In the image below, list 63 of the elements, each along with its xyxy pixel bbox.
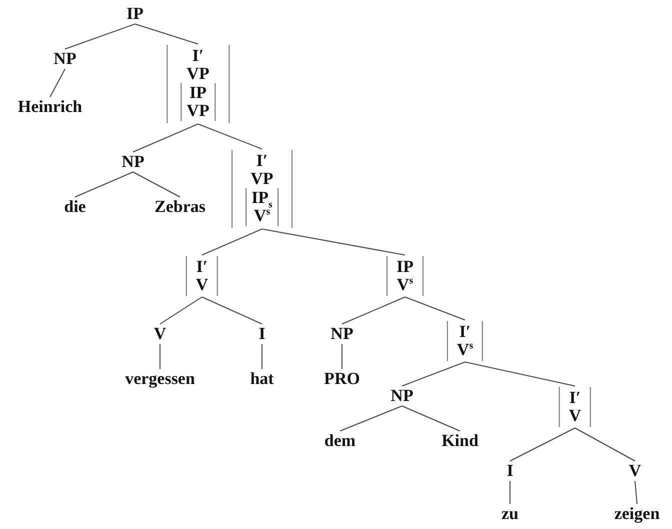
word-label: Zebras bbox=[154, 198, 206, 216]
category-label: IP$_{s}$ bbox=[252, 189, 272, 207]
tree-branch bbox=[50, 68, 66, 98]
category-label: PRO bbox=[324, 370, 360, 388]
category-label: I′ bbox=[255, 152, 269, 170]
category-label: VP bbox=[186, 102, 210, 120]
tree-branch bbox=[132, 124, 198, 152]
tree-branch bbox=[404, 296, 466, 320]
category-label: NP bbox=[390, 387, 414, 405]
category-label: V$^{s}$ bbox=[252, 207, 270, 225]
category-label: V bbox=[154, 325, 166, 343]
tree-branch bbox=[464, 362, 576, 386]
tree-branch bbox=[340, 406, 402, 432]
category-label: I′ bbox=[458, 323, 472, 341]
category-label: V bbox=[628, 462, 642, 480]
tree-branch bbox=[132, 172, 180, 198]
tree-branch bbox=[74, 172, 134, 198]
category-label: V$^{s}$ bbox=[456, 341, 474, 359]
word-label: zu bbox=[502, 505, 518, 523]
tree-branch bbox=[634, 480, 638, 504]
category-bracket bbox=[386, 256, 424, 296]
category-bracket bbox=[186, 256, 218, 296]
word-label: vergessen bbox=[125, 370, 195, 388]
tree-branch bbox=[402, 406, 460, 432]
tree-branch bbox=[262, 228, 406, 256]
category-bracket bbox=[232, 150, 292, 228]
category-label: IP bbox=[396, 258, 414, 276]
category-bracket bbox=[166, 45, 230, 123]
category-label: IP bbox=[188, 84, 208, 102]
word-label: Kind bbox=[442, 432, 478, 450]
word-label: hat bbox=[250, 370, 274, 388]
category-label: NP bbox=[330, 325, 354, 343]
category-bracket bbox=[558, 387, 592, 427]
category-label: I′ bbox=[568, 389, 582, 407]
category-label: NP bbox=[122, 153, 144, 171]
tree-branch bbox=[574, 428, 636, 462]
category-label: I bbox=[258, 325, 266, 343]
category-label: VP bbox=[250, 170, 274, 188]
tree-branch bbox=[198, 124, 262, 150]
category-label: I bbox=[506, 462, 514, 480]
category-label: V bbox=[196, 276, 208, 294]
tree-branch bbox=[160, 296, 202, 324]
tree-branch bbox=[202, 228, 262, 256]
category-bracket bbox=[246, 188, 278, 226]
word-label: die bbox=[64, 198, 86, 216]
word-label: zeigen bbox=[614, 505, 660, 523]
category-label: I′ bbox=[196, 258, 208, 276]
tree-branch bbox=[64, 24, 136, 50]
category-label: IP bbox=[126, 5, 144, 23]
tree-branch bbox=[510, 428, 576, 462]
word-label: Heinrich bbox=[18, 98, 82, 116]
category-label: V$^{s}$ bbox=[396, 276, 414, 294]
tree-branch bbox=[202, 296, 262, 324]
category-bracket bbox=[446, 321, 484, 361]
category-label: VP bbox=[186, 65, 210, 83]
tree-branch bbox=[342, 296, 406, 324]
category-label: V bbox=[568, 407, 582, 425]
word-label: dem bbox=[324, 432, 356, 450]
category-bracket bbox=[180, 83, 216, 121]
tree-branch bbox=[402, 362, 466, 386]
category-label: NP bbox=[54, 50, 76, 68]
category-label: I′ bbox=[191, 47, 205, 65]
tree-branch bbox=[134, 24, 198, 44]
